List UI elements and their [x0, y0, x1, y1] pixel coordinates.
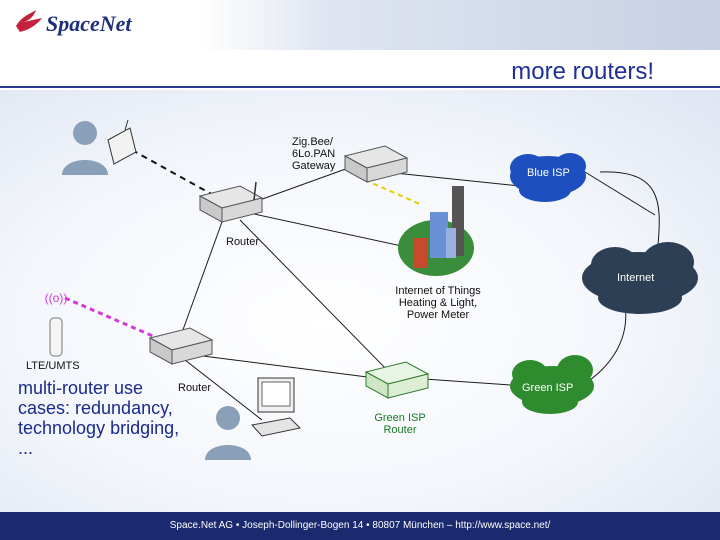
zigbee-gateway-icon	[343, 145, 409, 183]
link-routermid-greenrouter	[194, 354, 376, 379]
wireless-laptop-router	[131, 149, 216, 197]
green-router-icon	[364, 361, 430, 399]
footer-text: Space.Net AG • Joseph-Dollinger-Bogen 14…	[169, 520, 551, 531]
link-internet-blue	[599, 171, 660, 246]
logo-text: SpaceNet	[46, 11, 132, 36]
title-divider	[0, 86, 720, 88]
laptop-icon	[107, 119, 137, 165]
slide-title: more routers!	[511, 58, 654, 85]
footer-bar: Space.Net AG • Joseph-Dollinger-Bogen 14…	[0, 512, 720, 540]
lte-antenna-icon: ((o))	[45, 291, 68, 357]
use-cases-text: multi-router use cases: redundancy, tech…	[18, 378, 180, 458]
desktop-pc-icon	[251, 377, 302, 437]
link-router-routermid	[179, 221, 223, 339]
svg-text:((o)): ((o))	[45, 291, 68, 305]
header-bar: SpaceNet	[0, 0, 720, 50]
lte-umts-label: LTE/UMTS	[26, 360, 80, 372]
logo-bird-icon	[16, 10, 42, 32]
user-top-icon	[62, 121, 108, 175]
green-isp-cloud	[510, 355, 594, 414]
router-mid-icon	[148, 327, 214, 365]
zigbee-gateway-label: Zig.Bee/ 6Lo.PAN Gateway	[292, 136, 336, 172]
router-top-icon	[198, 181, 264, 223]
user-bottom-icon	[205, 406, 251, 460]
blue-isp-cloud	[510, 153, 586, 202]
link-router-greenrouter	[239, 219, 393, 376]
iot-buildings-icon	[398, 186, 474, 276]
network-diagram: ((o))	[45, 119, 698, 460]
link-zigbee-blueisp	[384, 171, 521, 187]
link-internet-green	[589, 304, 627, 381]
internet-cloud	[582, 242, 698, 314]
link-routermid-pc	[184, 359, 263, 421]
link-router-iot	[244, 211, 421, 251]
green-isp-router-label: Green ISP Router	[374, 412, 426, 436]
router-top-label: Router	[226, 236, 260, 248]
link-blue-internet	[584, 171, 656, 216]
wireless-lte-router	[64, 296, 163, 342]
router-mid-label: Router	[178, 382, 212, 394]
blue-isp-label: Blue ISP	[527, 167, 570, 179]
iot-label: Internet of Things Heating & Light, Powe…	[395, 285, 481, 321]
link-zigbee-iot	[364, 179, 423, 206]
internet-label: Internet	[617, 272, 655, 284]
green-isp-label: Green ISP	[522, 382, 574, 394]
